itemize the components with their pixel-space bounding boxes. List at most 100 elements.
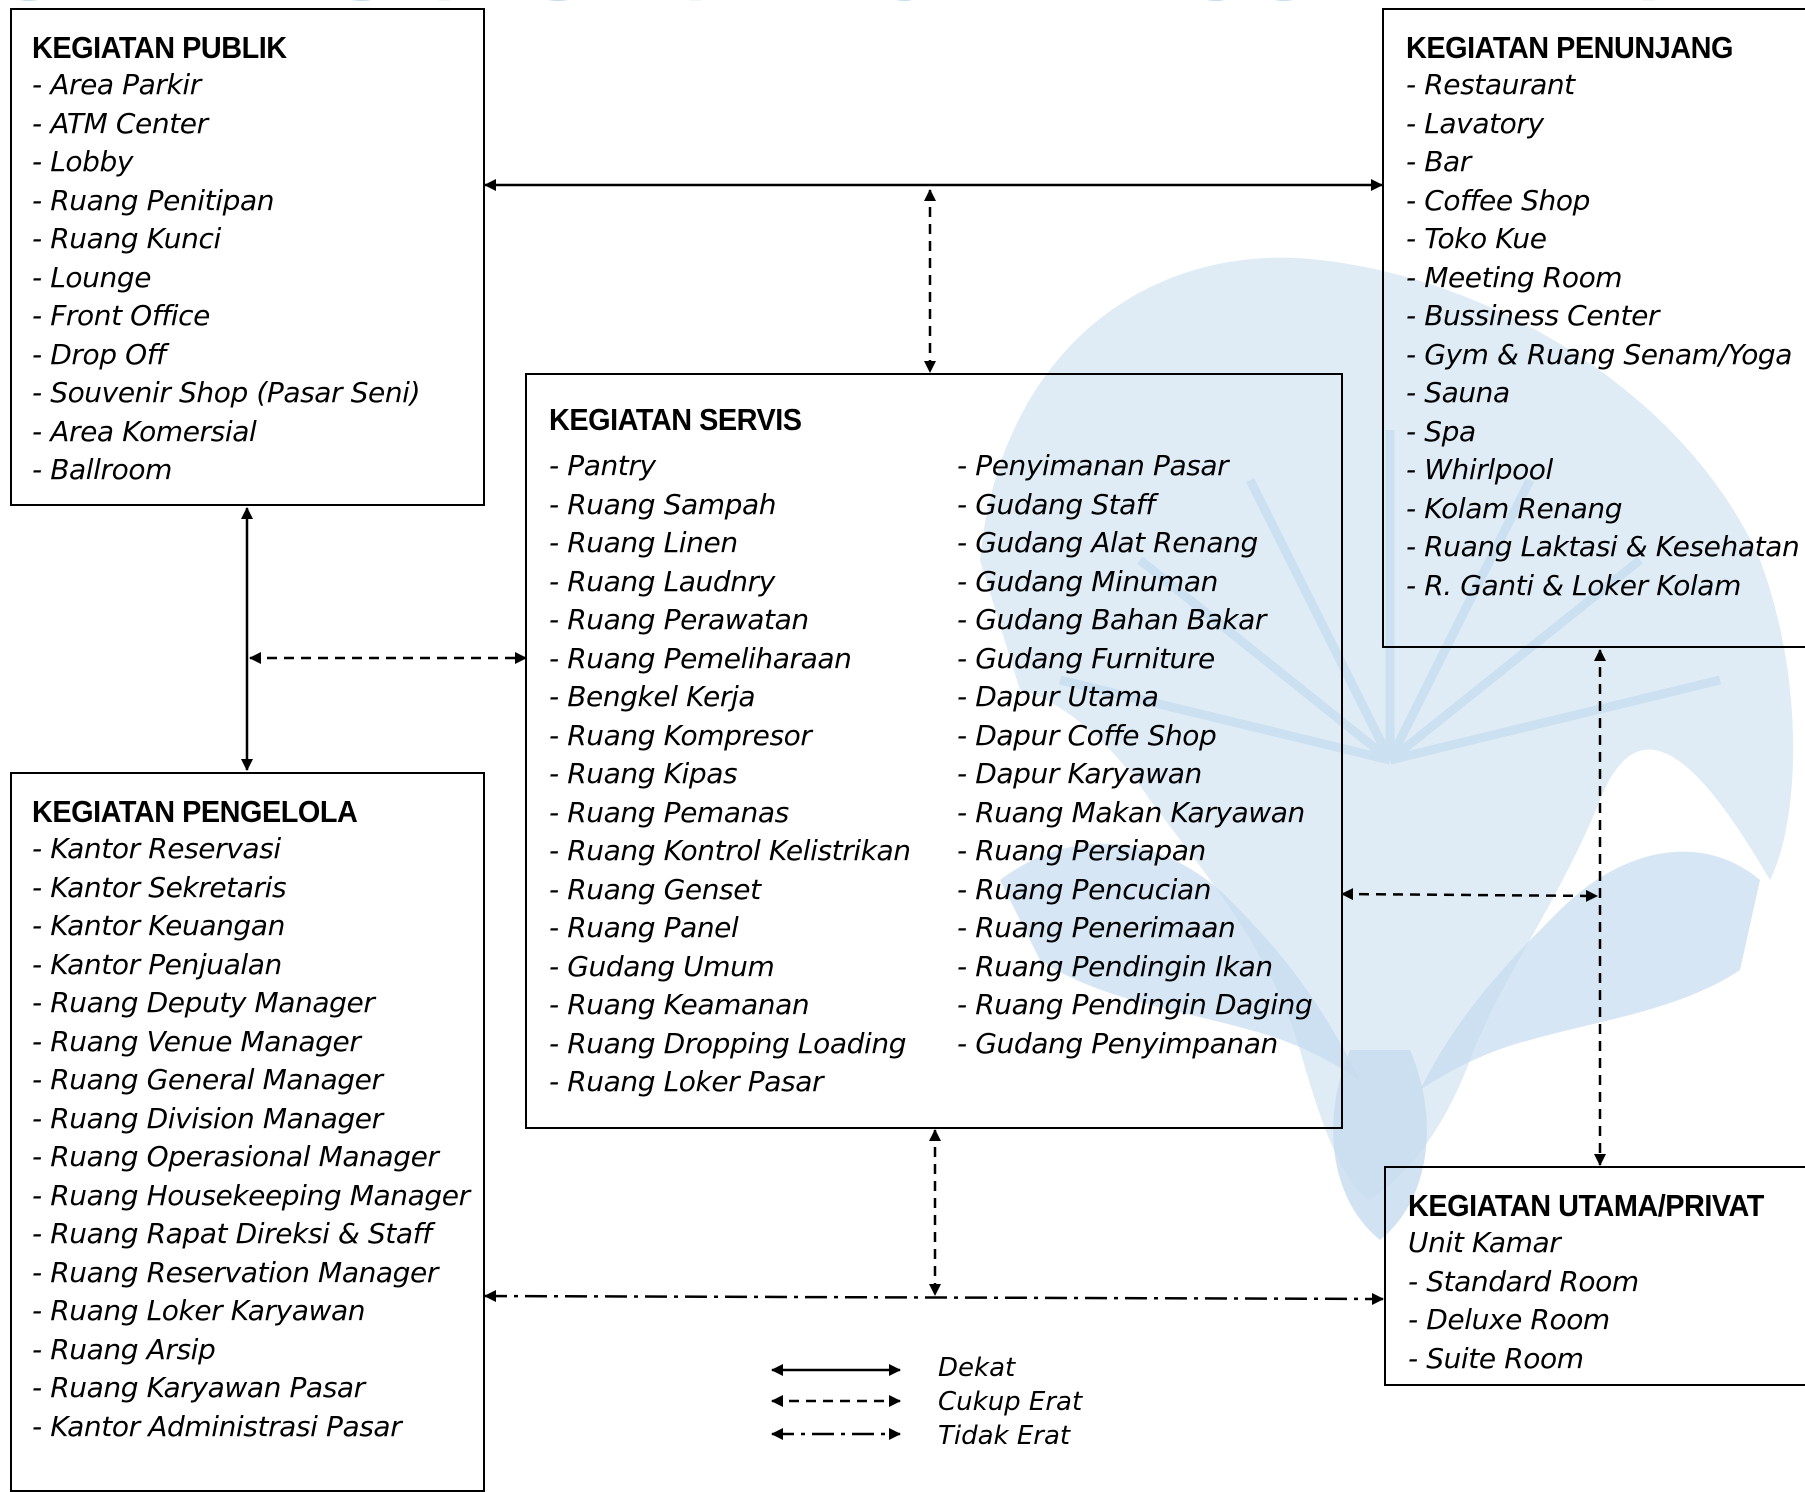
list-item: - Gudang Penyimpanan: [957, 1026, 1278, 1060]
list-item: - Ruang Penerimaan: [957, 911, 1236, 944]
list-item: - Ruang Dropping Loading: [549, 1026, 907, 1060]
list-item: - Dapur Coffe Shop: [957, 718, 1217, 752]
list-item: - Ruang Sampah: [549, 487, 777, 521]
list-item: - Ruang Operasional Manager: [32, 1140, 439, 1173]
list-item: - Kolam Renang: [1406, 491, 1623, 525]
list-item: - Lavatory: [1406, 106, 1544, 140]
list-item: - Toko Kue: [1406, 222, 1547, 255]
list-item: - Gym & Ruang Senam/Yoga: [1406, 337, 1793, 371]
list-item: - Ruang Pemeliharaan: [549, 641, 852, 675]
box-kegiatan-publik: KEGIATAN PUBLIK - Area Parkir - ATM Cente…: [10, 8, 485, 506]
list-item: - Area Parkir: [32, 68, 201, 101]
activity-list: - Restaurant - Lavatory - Bar - Coffee Shop…: [1406, 66, 1805, 605]
list-item: - Ruang Pencucian: [957, 872, 1212, 906]
list-item: - Gudang Bahan Bakar: [957, 603, 1266, 636]
list-item: - ATM Center: [32, 106, 208, 140]
list-item: - Ruang Kipas: [549, 757, 738, 790]
university-seal-watermark: UNIVERSITAS ATMA JAYA YOGYAKARTA: [0, 0, 1794, 1240]
list-item: - Bengkel Kerja: [549, 680, 756, 713]
list-item: - Ruang Pendingin Ikan: [957, 949, 1273, 983]
list-item: - Drop Off: [32, 337, 166, 371]
relation-lines: [241, 179, 1606, 1440]
list-item: - Ruang Pemanas: [549, 795, 789, 829]
box-kegiatan-utama-privat: KEGIATAN UTAMA/PRIVAT Unit Kamar - Standa…: [1384, 1166, 1805, 1386]
list-item: - Ruang Pendingin Daging: [957, 988, 1313, 1021]
list-item: - Ruang General Manager: [32, 1063, 383, 1096]
list-item: - Ruang Laudnry: [549, 564, 775, 598]
box-kegiatan-servis: KEGIATAN SERVIS - Pantry- Ruang Sampah- …: [525, 373, 1343, 1129]
list-item: - Souvenir Shop (Pasar Seni): [32, 376, 421, 409]
list-item: - Ruang Perawatan: [549, 603, 809, 636]
activity-list: - Area Parkir - ATM Center - Lobby - Ruang …: [32, 66, 483, 490]
list-item: - Ruang Penitipan: [32, 183, 275, 217]
list-item: - Sauna: [1406, 376, 1510, 409]
list-item: - Standard Room: [1408, 1264, 1639, 1298]
activity-list-right: - Penyimanan Pasar - Gudang Staff - Gudang…: [957, 447, 1313, 1063]
list-item: - Dapur Utama: [957, 680, 1159, 713]
list-item: - Whirlpool: [1406, 453, 1553, 486]
box-title: KEGIATAN PUBLIK: [32, 30, 287, 65]
list-item: - Ruang Division Manager: [32, 1101, 383, 1135]
list-item: - R. Ganti & Loker Kolam: [1406, 568, 1741, 602]
list-item: - Ruang Loker Karyawan: [32, 1294, 366, 1327]
activity-list-left: - Pantry - Ruang Sampah - Ruang Linen - Rua…: [549, 447, 911, 1102]
legend-label-tidak-erat: Tidak Erat: [938, 1421, 1071, 1451]
list-item: - Gudang Furniture: [957, 641, 1215, 675]
list-item: - Ballroom: [32, 453, 172, 486]
list-item: - Lobby: [32, 145, 134, 178]
list-item: - Dapur Karyawan: [957, 757, 1202, 790]
legend-label-cukup-erat: Cukup Erat: [938, 1387, 1083, 1417]
list-item: - Ruang Makan Karyawan: [957, 795, 1305, 829]
list-item: - Ruang Venue Manager: [32, 1024, 361, 1058]
list-item: - Gudang Staff: [957, 487, 1155, 521]
list-item: - Suite Room: [1408, 1341, 1584, 1375]
watermark-text: UNIVERSITAS ATMA JAYA YOGYAKARTA: [0, 0, 1735, 18]
list-item: - Kantor Penjualan: [32, 947, 282, 981]
box-title: KEGIATAN PENUNJANG: [1406, 30, 1733, 65]
activity-list: Unit Kamar- Standard Room- Deluxe Room- …: [1408, 1224, 1805, 1378]
list-item: - Ruang Kontrol Kelistrikan: [549, 834, 911, 867]
list-item: - Ruang Reservation Manager: [32, 1255, 438, 1289]
list-item: - Ruang Kompresor: [549, 718, 812, 752]
list-item: - Ruang Laktasi & Kesehatan: [1406, 530, 1800, 563]
list-item: - Ruang Linen: [549, 526, 738, 559]
list-item: Unit Kamar: [1408, 1226, 1561, 1259]
list-item: - Ruang Arsip: [32, 1332, 216, 1366]
list-item: - Ruang Deputy Manager: [32, 986, 375, 1019]
list-item: - Ruang Loker Pasar: [549, 1065, 824, 1098]
list-item: - Ruang Panel: [549, 911, 739, 944]
list-item: - Penyimanan Pasar: [957, 449, 1229, 482]
list-item: - Spa: [1406, 414, 1476, 448]
box-title: KEGIATAN SERVIS: [549, 402, 802, 437]
box-title: KEGIATAN UTAMA/PRIVAT: [1408, 1188, 1764, 1223]
list-item: - Ruang Genset: [549, 872, 761, 906]
list-item: - Bar: [1406, 145, 1471, 178]
link-pengelola-utama: [484, 1290, 1384, 1305]
list-item: - Ruang Kunci: [32, 222, 221, 255]
list-item: - Ruang Rapat Direksi & Staff: [32, 1217, 432, 1250]
list-item: - Ruang Housekeeping Manager: [32, 1178, 470, 1212]
list-item: - Ruang Keamanan: [549, 988, 810, 1021]
list-item: - Kantor Sekretaris: [32, 870, 287, 904]
list-item: - Gudang Umum: [549, 949, 775, 983]
list-item: - Kantor Keuangan: [32, 909, 285, 942]
list-item: - Lounge: [32, 260, 152, 294]
list-item: - Area Komersial: [32, 414, 257, 448]
link-servis-right: [1341, 888, 1598, 902]
list-item: - Gudang Alat Renang: [957, 526, 1258, 559]
box-kegiatan-pengelola: KEGIATAN PENGELOLA - Kantor Reservasi- K…: [10, 772, 485, 1492]
list-item: - Kantor Administrasi Pasar: [32, 1409, 402, 1443]
list-item: - Pantry: [549, 449, 656, 482]
activity-list: - Kantor Reservasi - Kantor Sekretaris - K…: [32, 830, 483, 1446]
list-item: - Ruang Karyawan Pasar: [32, 1371, 365, 1404]
list-item: - Meeting Room: [1406, 260, 1623, 294]
list-item: - Kantor Reservasi: [32, 832, 281, 865]
list-item: - Front Office: [32, 299, 210, 332]
list-item: - Gudang Minuman: [957, 564, 1219, 598]
list-item: - Restaurant: [1406, 68, 1575, 101]
box-title: KEGIATAN PENGELOLA: [32, 794, 358, 829]
legend-label-dekat: Dekat: [938, 1353, 1016, 1383]
box-kegiatan-penunjang: KEGIATAN PENUNJANG - Restaurant - Lavator…: [1382, 8, 1805, 648]
list-item: - Bussiness Center: [1406, 299, 1660, 332]
list-item: - Coffee Shop: [1406, 183, 1590, 217]
